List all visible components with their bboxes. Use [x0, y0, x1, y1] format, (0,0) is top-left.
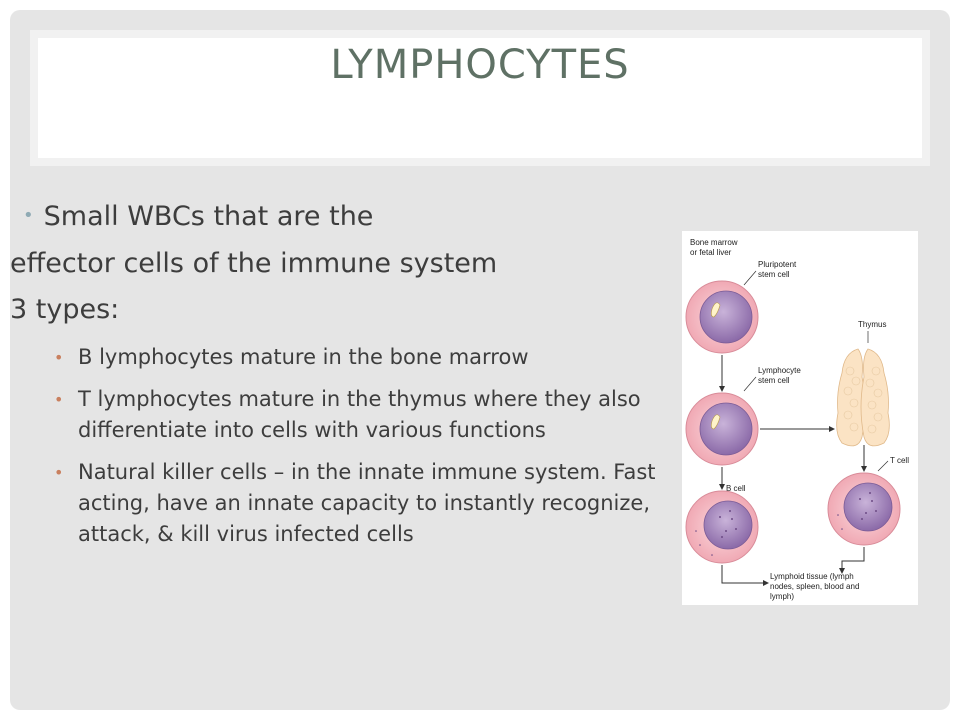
list-item-nk-cells: Natural killer cells – in the innate imm… [54, 457, 674, 550]
types-list: B lymphocytes mature in the bone marrow … [54, 342, 674, 561]
label-fetal-liver: or fetal liver [690, 248, 732, 257]
pointer-line [743, 270, 757, 286]
label-lymphocyte: Lymphocyte [758, 366, 801, 375]
lymphocyte-diagram: Bone marrow or fetal liver Pluripotent s… [682, 231, 918, 605]
label-lymphoid-3: lymph) [770, 592, 794, 601]
organelle [711, 414, 721, 430]
label-stem-cell-2: stem cell [758, 376, 790, 385]
list-item-t-lymphocytes: T lymphocytes mature in the thymus where… [54, 384, 674, 446]
label-bone-marrow: Bone marrow [690, 238, 738, 247]
bullet-line-1: • Small WBCs that are the [23, 200, 373, 233]
diagram-svg: Bone marrow or fetal liver Pluripotent s… [685, 238, 909, 601]
b-cell-chromatin [695, 510, 737, 556]
t-cell-nucleus [843, 482, 893, 532]
title-box [38, 38, 922, 158]
label-lymphoid-2: nodes, spleen, blood and [770, 582, 859, 591]
body-line-2: effector cells of the immune system [10, 248, 498, 279]
list-item-b-lymphocytes: B lymphocytes mature in the bone marrow [54, 342, 674, 373]
label-thymus: Thymus [858, 320, 886, 329]
pointer-line [877, 460, 889, 472]
label-b-cell: B cell [726, 484, 746, 493]
b-cell-nucleus [703, 500, 753, 550]
bullet-icon: • [23, 205, 34, 226]
arrow-t-to-lymphoid [839, 547, 865, 574]
body-line-3: 3 types: [10, 294, 120, 325]
bullet-text-1: Small WBCs that are the [43, 201, 374, 232]
slide-title: LYMPHOCYTES [330, 42, 630, 88]
label-pluripotent: Pluripotent [758, 260, 797, 269]
pluripotent-nucleus [699, 290, 753, 344]
label-t-cell: T cell [890, 456, 909, 465]
organelle [711, 302, 721, 318]
label-stem-cell-1: stem cell [758, 270, 790, 279]
pointer-line [743, 376, 757, 392]
arrow-b-to-lymphoid [721, 565, 769, 586]
label-lymphoid-1: Lymphoid tissue (lymph [770, 572, 854, 581]
lymphocyte-stem-nucleus [699, 402, 753, 456]
thymus-organ [836, 348, 890, 447]
t-cell-chromatin [837, 492, 877, 530]
